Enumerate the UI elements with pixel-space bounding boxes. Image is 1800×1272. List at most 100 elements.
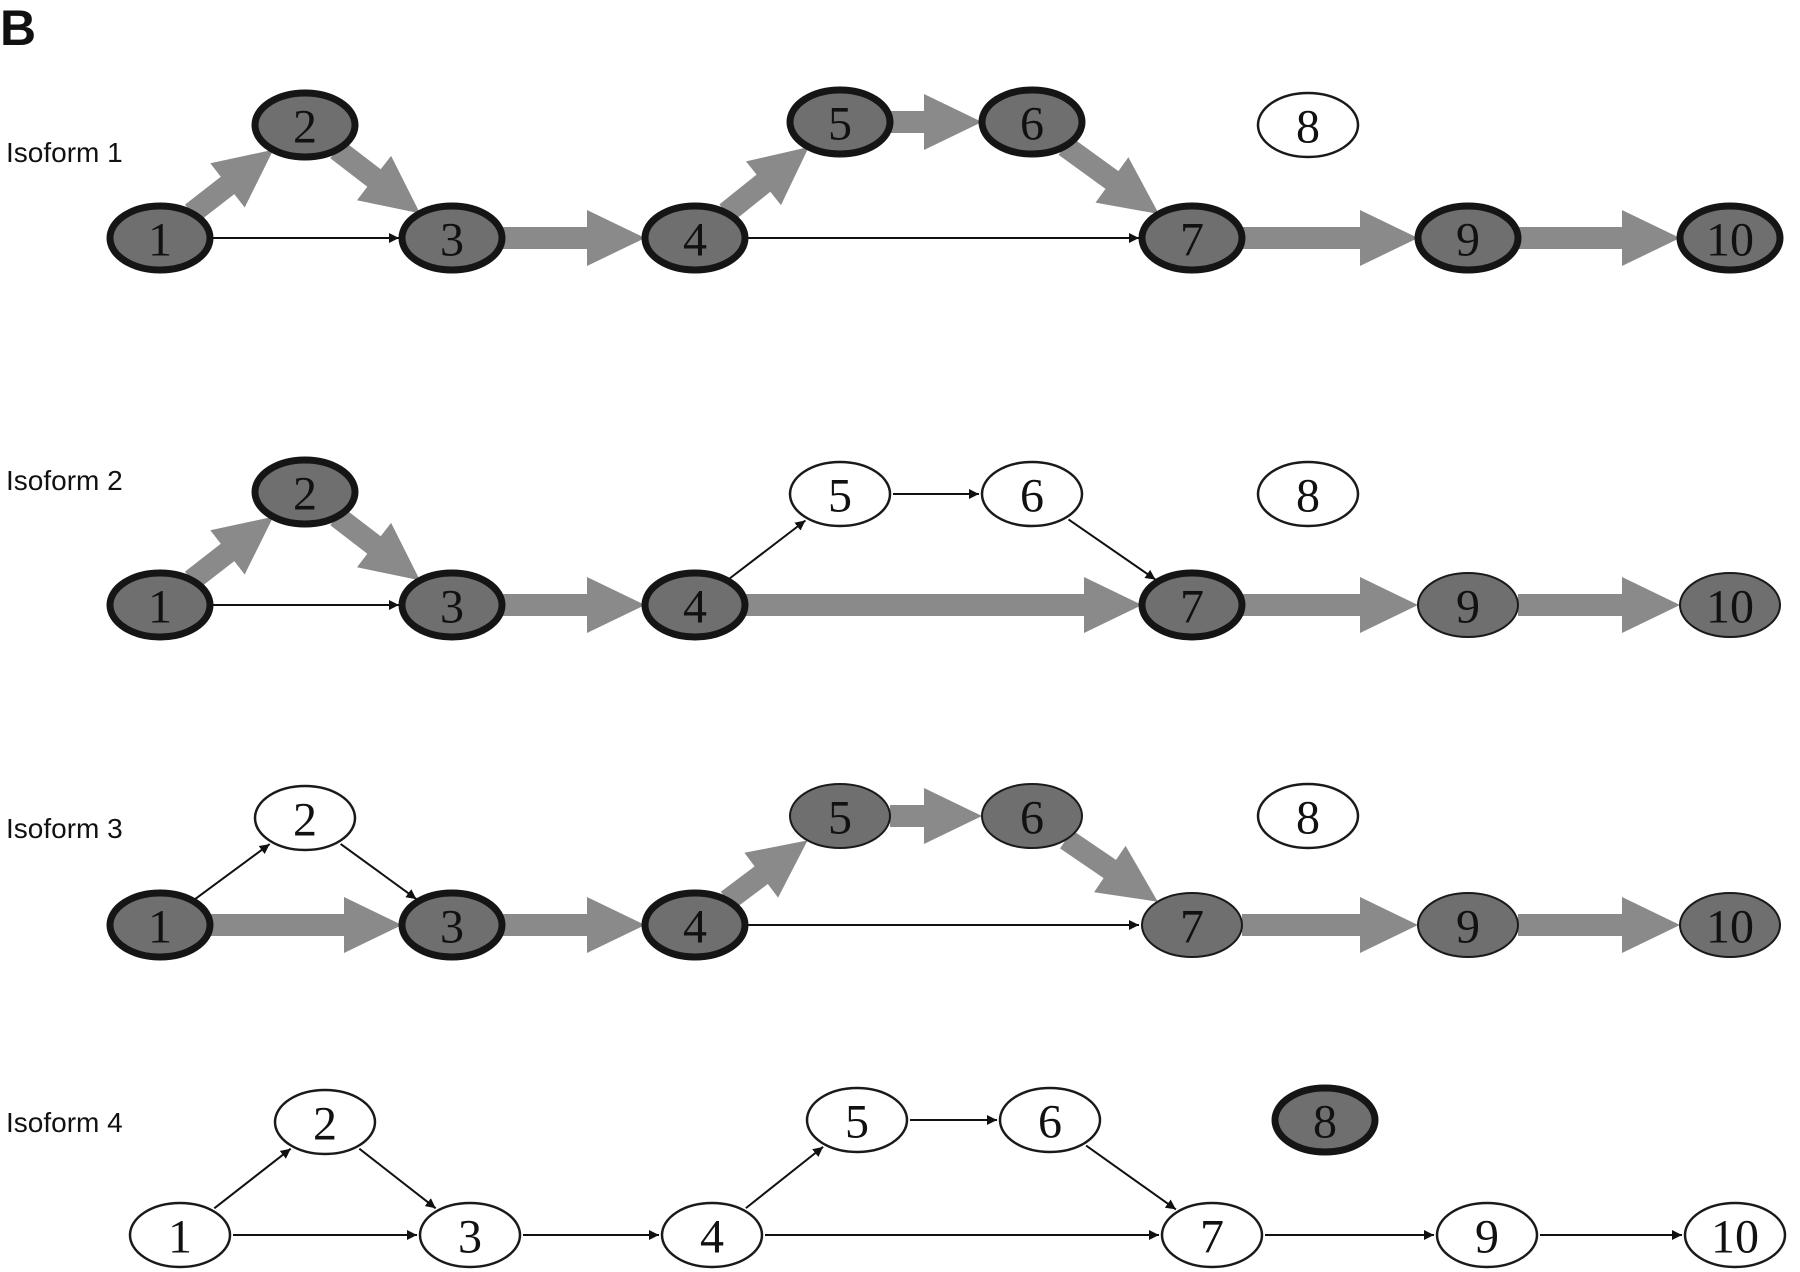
exon-node-5-shape: [786, 86, 894, 158]
exon-node-3-shape: [398, 202, 506, 274]
exon-node-1-label: 1: [168, 1211, 192, 1264]
thick-edge-7-9: [1242, 897, 1418, 953]
exon-node-2: 2: [251, 456, 359, 528]
thick-edge-6-7: [1060, 830, 1158, 902]
exon-node-7-label: 7: [1180, 214, 1204, 267]
exon-node-10: 10: [1676, 202, 1784, 274]
thick-edge-4-5: [720, 840, 808, 910]
thin-edge-4-5: [745, 1146, 824, 1209]
exon-node-5-shape: [788, 460, 892, 528]
thick-edge-7-9: [1242, 577, 1418, 633]
exon-node-6: 6: [998, 1086, 1102, 1154]
exon-node-9: 9: [1414, 202, 1522, 274]
exon-node-3: 3: [398, 202, 506, 274]
exon-node-4-shape: [641, 569, 749, 641]
exon-node-5: 5: [789, 783, 891, 849]
exon-node-5: 5: [788, 460, 892, 528]
exon-node-4-label: 4: [683, 901, 707, 954]
exon-node-7: 7: [1138, 569, 1246, 641]
exon-node-8-label: 8: [1296, 792, 1320, 845]
exon-node-3-label: 3: [440, 581, 464, 634]
exon-node-1: 1: [128, 1201, 232, 1269]
exon-node-4-label: 4: [700, 1211, 724, 1264]
panel-letter: B: [0, 0, 36, 56]
exon-node-10: 10: [1679, 572, 1781, 638]
exon-node-9-shape: [1414, 202, 1522, 274]
thick-edge-5-6: [890, 94, 982, 150]
exon-node-5-shape: [789, 783, 891, 849]
thick-edge-3-4: [502, 577, 645, 633]
thick-edge-5-6: [890, 788, 982, 844]
exon-node-8-label: 8: [1313, 1096, 1337, 1149]
exon-node-4-label: 4: [683, 581, 707, 634]
thin-edge-2-3: [358, 1147, 437, 1210]
exon-node-7-label: 7: [1180, 901, 1204, 954]
isoform-1-label: Isoform 1: [6, 137, 123, 168]
exon-node-2: 2: [251, 89, 359, 161]
exon-node-3-label: 3: [458, 1211, 482, 1264]
exon-node-10-shape: [1676, 202, 1784, 274]
exon-node-2-label: 2: [293, 101, 317, 154]
thick-edge-9-10: [1518, 210, 1680, 266]
exon-node-7: 7: [1138, 202, 1246, 274]
exon-node-9-label: 9: [1475, 1211, 1499, 1264]
exon-node-8: 8: [1256, 91, 1360, 159]
exon-node-2: 2: [253, 784, 357, 852]
thick-edge-1-2: [185, 149, 274, 222]
exon-node-6-label: 6: [1020, 792, 1044, 845]
exon-node-5-label: 5: [845, 1096, 869, 1149]
thin-edge-1-2: [213, 1147, 292, 1210]
exon-node-5-label: 5: [828, 98, 852, 151]
exon-node-6-shape: [980, 460, 1084, 528]
exon-node-10-label: 10: [1706, 901, 1754, 954]
exon-node-1: 1: [106, 569, 214, 641]
exon-node-9-label: 9: [1456, 214, 1480, 267]
exon-node-4: 4: [641, 569, 749, 641]
isoform-1-graph: 1 2 3 4 5 6 7 8 9 10: [106, 86, 1784, 274]
exon-node-7-shape: [1141, 892, 1243, 958]
exon-node-6: 6: [980, 460, 1084, 528]
exon-node-4: 4: [641, 202, 749, 274]
exon-node-6-shape: [998, 1086, 1102, 1154]
exon-node-3-shape: [398, 569, 506, 641]
thick-edge-4-5: [719, 147, 809, 222]
exon-node-6-label: 6: [1020, 470, 1044, 523]
node-layer: 1 2 3 4 5 6 7 8 9 10: [106, 86, 1784, 274]
exon-node-6-shape: [978, 86, 1086, 158]
exon-node-10-shape: [1683, 1201, 1787, 1269]
exon-node-3-shape: [418, 1201, 522, 1269]
exon-node-7-shape: [1138, 569, 1246, 641]
exon-node-8-label: 8: [1296, 101, 1320, 154]
exon-node-9-shape: [1417, 572, 1519, 638]
exon-node-3-label: 3: [440, 901, 464, 954]
exon-node-6-label: 6: [1038, 1096, 1062, 1149]
thick-edge-1-3: [210, 897, 402, 953]
thick-edge-7-9: [1242, 210, 1418, 266]
exon-node-4: 4: [660, 1201, 764, 1269]
exon-node-1-shape: [106, 889, 214, 961]
exon-node-2-label: 2: [313, 1098, 337, 1151]
exon-node-9-shape: [1435, 1201, 1539, 1269]
exon-node-2-shape: [251, 456, 359, 528]
exon-node-6-label: 6: [1020, 98, 1044, 151]
thick-edge-9-10: [1518, 897, 1680, 953]
exon-node-7-shape: [1138, 202, 1246, 274]
exon-node-2-shape: [251, 89, 359, 161]
exon-node-8-shape: [1271, 1084, 1379, 1156]
thick-edge-1-2: [185, 516, 274, 589]
exon-node-2-shape: [253, 784, 357, 852]
isoform-4-label: Isoform 4: [6, 1107, 123, 1138]
exon-node-5: 5: [805, 1086, 909, 1154]
exon-node-1-label: 1: [148, 214, 172, 267]
isoform-3-label: Isoform 3: [6, 813, 123, 844]
exon-node-6-shape: [981, 783, 1083, 849]
exon-node-3-label: 3: [440, 214, 464, 267]
exon-node-10: 10: [1683, 1201, 1787, 1269]
edge-layer: [194, 788, 1680, 953]
exon-node-9-shape: [1417, 892, 1519, 958]
